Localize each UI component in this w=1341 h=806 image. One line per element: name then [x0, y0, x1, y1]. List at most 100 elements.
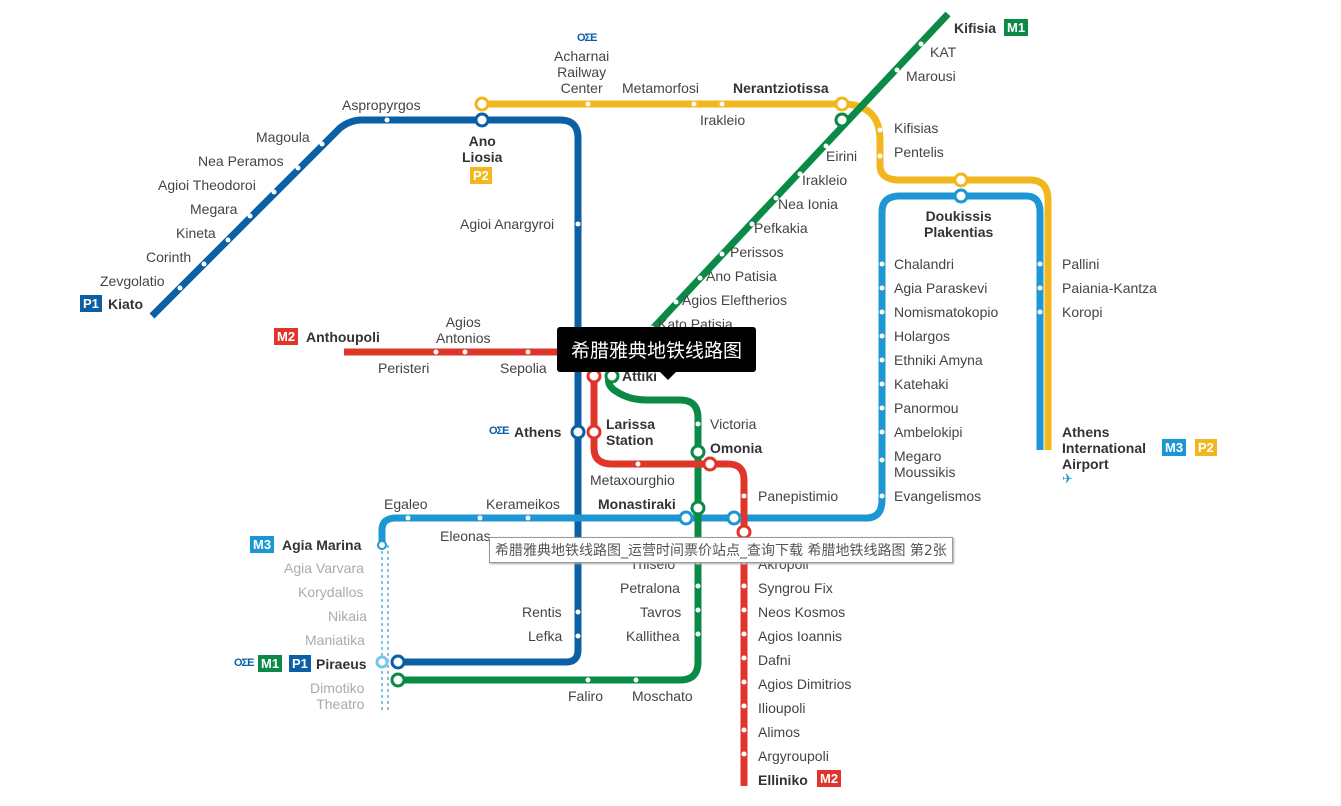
station-paiania: Paiania-Kantza	[1062, 280, 1157, 296]
station-nerantziotissa: Nerantziotissa	[733, 80, 829, 96]
station-maniatika: Maniatika	[305, 632, 365, 648]
line-m3	[378, 192, 1044, 545]
station-kerameikos: Kerameikos	[486, 496, 560, 512]
ose-logo: OΣE	[489, 425, 509, 437]
airplane-icon: ✈	[1062, 471, 1073, 486]
station-agia-marina: Agia Marina	[282, 537, 362, 553]
image-caption-tooltip: 希腊雅典地铁线路图_运营时间票价站点_查询下载 希腊地铁线路图 第2张	[489, 537, 953, 563]
station-kallithea: Kallithea	[626, 628, 680, 644]
station-kineta: Kineta	[176, 225, 216, 241]
station-alimos: Alimos	[758, 724, 801, 740]
station-megara: Megara	[190, 201, 238, 217]
station-nea-ionia: Nea Ionia	[778, 196, 838, 212]
station-omonia: Omonia	[710, 440, 763, 456]
image-title-tooltip: 希腊雅典地铁线路图	[557, 327, 757, 380]
station-elliniko: Elliniko	[758, 772, 808, 788]
line-badge-p2: P2	[1195, 439, 1217, 456]
line-badge-p1: P1	[289, 655, 311, 672]
line-p1	[149, 116, 582, 666]
ose-logo: OΣE	[577, 32, 597, 44]
station-metamorfosi: Metamorfosi	[622, 80, 700, 96]
station-perissos: Perissos	[730, 244, 784, 260]
station-peristeri: Peristeri	[378, 360, 430, 376]
station-moschato: Moschato	[632, 688, 693, 704]
ose-logo: OΣE	[234, 657, 254, 669]
station-irakleio-p2: Irakleio	[700, 112, 746, 128]
station-kifisias: Kifisias	[894, 120, 939, 136]
station-tavros: Tavros	[640, 604, 682, 620]
station-megaro: Megaro Moussikis	[894, 448, 956, 480]
line-badge-p2: P2	[470, 167, 492, 184]
station-metaxourghio: Metaxourghio	[590, 472, 675, 488]
station-eirini: Eirini	[826, 148, 858, 164]
station-faliro: Faliro	[568, 688, 604, 704]
line-badge-p1: P1	[80, 295, 102, 312]
station-acharnai: Acharnai Railway Center	[554, 48, 610, 96]
station-kiato: Kiato	[108, 296, 143, 312]
station-piraeus: Piraeus	[316, 656, 367, 672]
line-badge-m1: M1	[258, 655, 283, 672]
station-anthoupoli: Anthoupoli	[306, 329, 380, 345]
station-agios-dimitrios: Agios Dimitrios	[758, 676, 852, 692]
station-pentelis: Pentelis	[894, 144, 944, 160]
station-katehaki: Katehaki	[894, 376, 949, 392]
station-ethniki-amyna: Ethniki Amyna	[894, 352, 983, 368]
station-airport: Athens International Airport	[1062, 424, 1147, 472]
station-irakleio-m1: Irakleio	[802, 172, 848, 188]
station-lefka: Lefka	[528, 628, 563, 644]
station-magoula: Magoula	[256, 129, 310, 145]
station-agia-varvara: Agia Varvara	[284, 560, 364, 576]
station-ano-liosia: Ano Liosia	[462, 133, 503, 165]
station-marousi: Marousi	[906, 68, 956, 84]
station-evangelismos: Evangelismos	[894, 488, 982, 504]
station-pallini: Pallini	[1062, 256, 1100, 272]
line-m1	[398, 11, 951, 684]
station-neos-kosmos: Neos Kosmos	[758, 604, 846, 620]
station-agia-paraskevi: Agia Paraskevi	[894, 280, 988, 296]
station-agioi-theodoroi: Agioi Theodoroi	[158, 177, 256, 193]
station-athens: Athens	[514, 424, 562, 440]
station-larissa: Larissa Station	[606, 416, 656, 448]
station-victoria: Victoria	[710, 416, 757, 432]
station-holargos: Holargos	[894, 328, 951, 344]
station-eleonas: Eleonas	[440, 528, 491, 544]
station-agioi-anargyroi: Agioi Anargyroi	[460, 216, 555, 232]
station-rentis: Rentis	[522, 604, 562, 620]
station-syngrou-fix: Syngrou Fix	[758, 580, 833, 596]
station-monastiraki: Monastiraki	[598, 496, 676, 512]
station-nea-peramos: Nea Peramos	[198, 153, 284, 169]
station-doukissis: Doukissis Plakentias	[924, 208, 994, 240]
station-argyroupoli: Argyroupoli	[758, 748, 829, 764]
station-ano-patisia: Ano Patisia	[706, 268, 777, 284]
station-aspropyrgos: Aspropyrgos	[342, 97, 421, 113]
station-koropi: Koropi	[1062, 304, 1103, 320]
station-dimotiko-theatro: Dimotiko Theatro	[310, 680, 365, 712]
transfer-stations	[375, 96, 969, 688]
station-panormou: Panormou	[894, 400, 959, 416]
line-p2	[482, 100, 1052, 450]
station-nomismatokopio: Nomismatokopio	[894, 304, 999, 320]
station-agios-ioannis: Agios Ioannis	[758, 628, 843, 644]
station-ambelokipi: Ambelokipi	[894, 424, 963, 440]
line-badge-m3: M3	[250, 536, 275, 553]
line-badge-m1: M1	[1004, 19, 1029, 36]
station-dafni: Dafni	[758, 652, 791, 668]
station-nikaia: Nikaia	[328, 608, 367, 624]
line-badge-m2: M2	[817, 770, 842, 787]
line-m2	[344, 348, 748, 786]
station-chalandri: Chalandri	[894, 256, 954, 272]
station-zevgolatio: Zevgolatio	[100, 273, 165, 289]
station-egaleo: Egaleo	[384, 496, 428, 512]
station-kifisia: Kifisia	[954, 20, 997, 36]
station-corinth: Corinth	[146, 249, 192, 265]
station-attiki: Attiki	[622, 368, 657, 384]
station-agios-antonios: Agios Antonios	[436, 314, 491, 346]
station-korydallos: Korydallos	[298, 584, 364, 600]
station-ilioupoli: Ilioupoli	[758, 700, 806, 716]
line-badge-m2: M2	[274, 328, 299, 345]
station-agios-eleftherios: Agios Eleftherios	[682, 292, 788, 308]
station-sepolia: Sepolia	[500, 360, 547, 376]
line-badge-m3: M3	[1162, 439, 1187, 456]
station-kat: KAT	[930, 44, 957, 60]
